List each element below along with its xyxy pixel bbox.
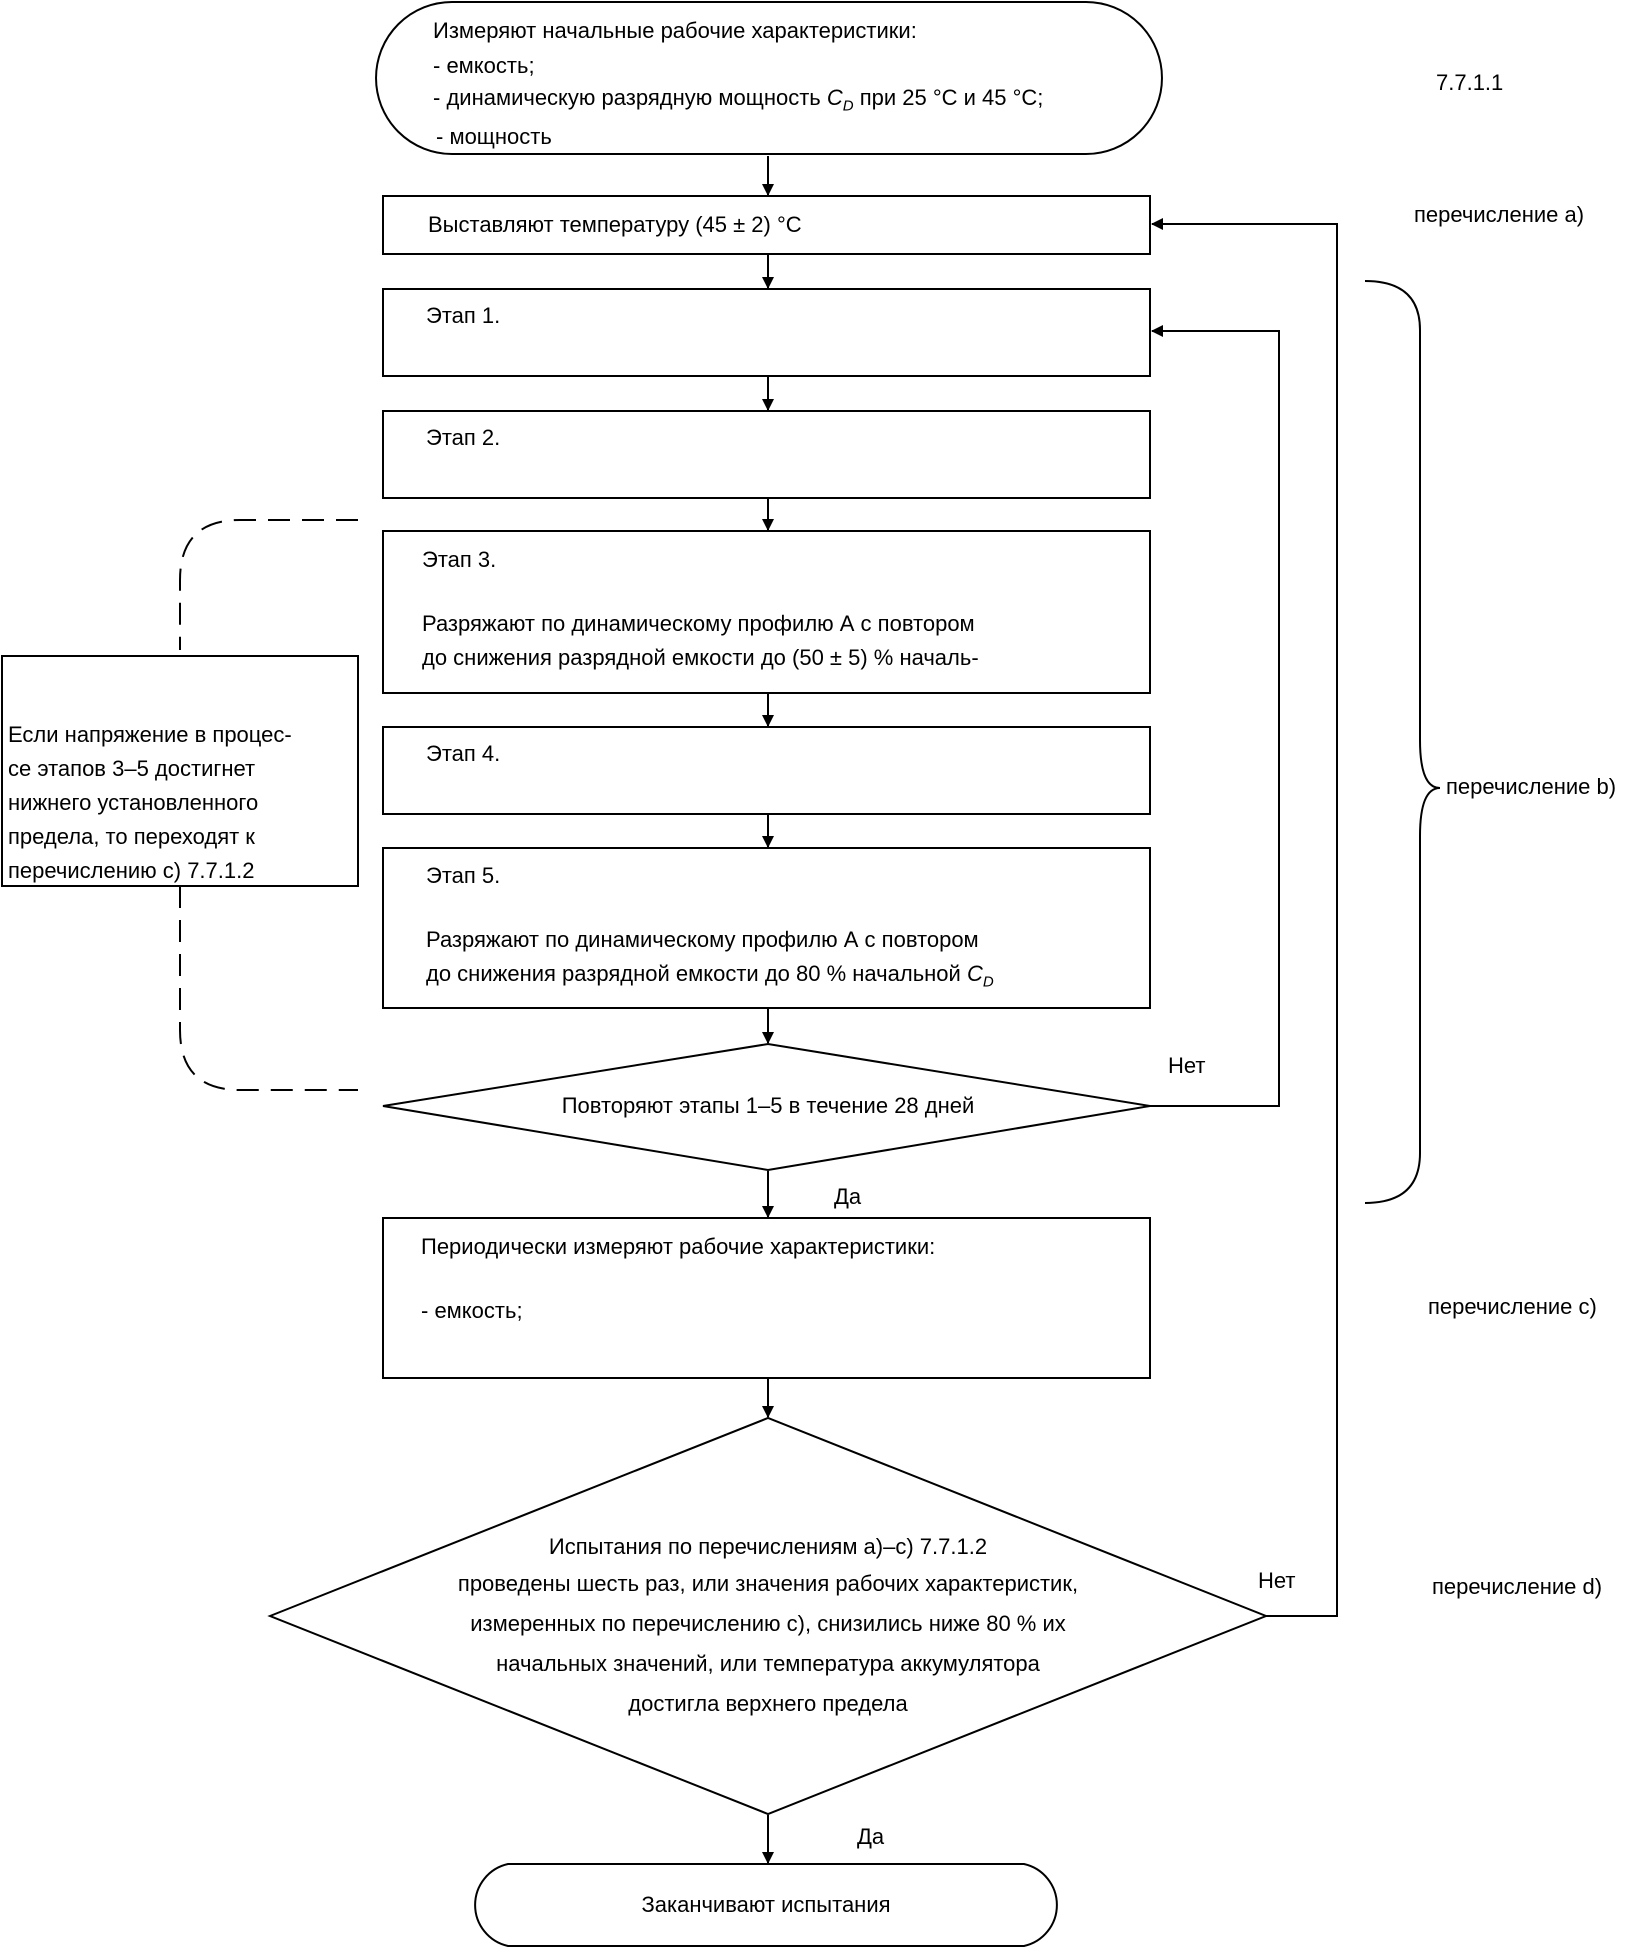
start-item2-prefix: - динамическую разрядную мощность	[433, 85, 827, 110]
periodic-box	[382, 1217, 1151, 1379]
ref-a-label: перечисление а)	[1414, 202, 1585, 227]
decision1-text: Повторяют этапы 1–5 в течение 28 дней	[561, 1093, 975, 1118]
stage3-line1: Разряжают по динамическому профилю А с п…	[422, 611, 975, 636]
dashed-bracket	[179, 519, 358, 1091]
decision2-line: измеренных по перечислению с), снизились…	[470, 1611, 1066, 1636]
end-terminator	[474, 1863, 1058, 1947]
periodic-title: Периодически измеряют рабочие характерис…	[421, 1234, 936, 1259]
start-item-capacity: - емкость;	[433, 53, 535, 78]
stage5-line2: до снижения разрядной емкости до 80 % на…	[426, 957, 994, 991]
stage4-title: Этап 4.	[426, 741, 501, 766]
stage3-box	[382, 530, 1151, 694]
set-temperature-box	[382, 195, 1151, 255]
stage5-line2-sub: D	[982, 973, 994, 991]
start-item2-sub: D	[842, 97, 854, 115]
decision2-line: проведены шесть раз, или значения рабочи…	[457, 1571, 1079, 1596]
start-item2-suffix: при 25 °С и 45 °С;	[853, 85, 1044, 110]
decision1-yes-label: Да	[834, 1184, 862, 1209]
start-terminator	[375, 0, 1163, 155]
side-note-line: предела, то переходят к	[8, 824, 255, 849]
side-note: Если напряжение в процес- се этапов 3–5 …	[8, 718, 354, 888]
decision2-line: достигла верхнего предела	[628, 1691, 908, 1716]
ref-section-top: 7.7.1.1	[1436, 70, 1504, 95]
stage5-title: Этап 5.	[426, 863, 501, 888]
stage1-box	[382, 288, 1151, 377]
stage2-title: Этап 2.	[426, 425, 501, 450]
stage4-box	[382, 726, 1151, 815]
end-text: Заканчивают испытания	[641, 1892, 891, 1917]
side-note-line: Если напряжение в процес-	[8, 722, 292, 747]
start-item2-symbol: C	[826, 85, 843, 110]
decision2-text: Испытания по перечислениям а)–с) 7.7.1.2…	[370, 1530, 1166, 1724]
ref-d-label: перечисление d)	[1432, 1574, 1603, 1599]
stage5-line1: Разряжают по динамическому профилю А с п…	[426, 927, 979, 952]
side-note-line: нижнего установленного	[8, 790, 259, 815]
ref-b-label: перечисление b)	[1446, 774, 1617, 799]
side-note-box	[1, 655, 359, 887]
curly-brace	[1364, 280, 1441, 1204]
side-note-line: перечислению с) 7.7.1.2	[8, 858, 255, 883]
stage1-title: Этап 1.	[426, 303, 501, 328]
decision2-line: начальных значений, или температура акку…	[496, 1651, 1040, 1676]
stage2-box	[382, 410, 1151, 499]
stage3-content: Этап 3. Разряжают по динамическому профи…	[384, 532, 1149, 692]
decision2-line: Испытания по перечислениям а)–с) 7.7.1.2	[548, 1534, 988, 1559]
stage3-title: Этап 3.	[422, 547, 497, 572]
stage5-line2-prefix: до снижения разрядной емкости до 80 % на…	[426, 961, 967, 986]
loop-decision2-to-temp	[1151, 218, 1338, 1617]
start-item-dynamic-power: - динамическую разрядную мощность CD при…	[433, 81, 1043, 115]
periodic-item-capacity: - емкость;	[421, 1298, 523, 1323]
start-item-power: - мощность	[436, 124, 552, 149]
decision2-no-label: Нет	[1258, 1568, 1296, 1593]
stage3-line2: до снижения разрядной емкости до (50 ± 5…	[422, 645, 979, 670]
stage5-line2-symbol: C	[966, 961, 983, 986]
ref-c-label: перечисление с)	[1428, 1294, 1597, 1319]
stage5-box	[382, 847, 1151, 1009]
loop-decision1-to-stage1	[1150, 325, 1280, 1107]
set-temperature-text: Выставляют температуру (45 ± 2) °С	[428, 212, 802, 237]
stage5-content: Этап 5. Разряжают по динамическому профи…	[384, 849, 1149, 1007]
decision2-yes-label: Да	[857, 1824, 885, 1849]
side-note-line: се этапов 3–5 достигнет	[8, 756, 256, 781]
start-title: Измеряют начальные рабочие характеристик…	[433, 18, 917, 43]
decision1-no-label: Нет	[1168, 1053, 1206, 1078]
